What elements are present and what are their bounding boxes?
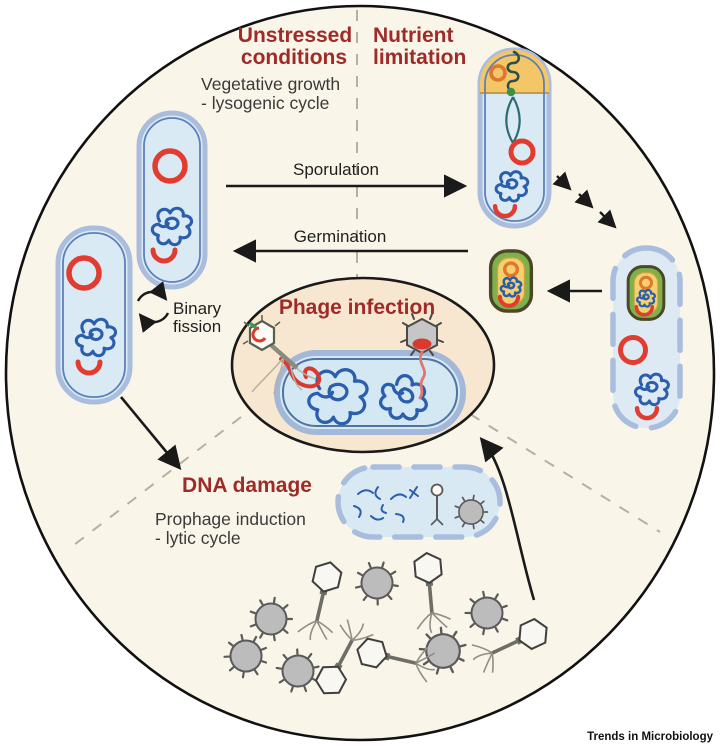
phage-infection-panel: Phage infection <box>230 276 496 454</box>
plasmid-icon <box>152 148 188 184</box>
journal-credit: Trends in Microbiology <box>587 731 713 743</box>
sector-dividers <box>69 10 661 549</box>
binary-fission-label-line1: Binary <box>173 299 222 318</box>
binary-fission-label-line2: fission <box>173 317 221 336</box>
dna-damage-title: DNA damage <box>182 474 312 497</box>
dna-strand-icon <box>418 350 426 400</box>
mother-cell-lysing <box>610 245 683 431</box>
septum-dot-icon <box>506 87 516 97</box>
dna-fragments-icon <box>353 486 419 523</box>
phage-dna-icon <box>412 338 432 350</box>
germination-process: Germination <box>232 227 468 263</box>
sporulating-cell <box>477 47 552 229</box>
section-labels: Unstressed conditions Nutrient limitatio… <box>155 24 466 548</box>
divider-left <box>69 416 242 549</box>
dna-damage-subtitle-line2: - lytic cycle <box>155 528 241 548</box>
unstressed-subtitle-line2: - lysogenic cycle <box>201 93 329 113</box>
plasmid-icon <box>66 255 102 291</box>
forespore-plasmid-icon <box>489 64 507 82</box>
injected-dna-icon <box>279 357 322 389</box>
vegetative-cell-large <box>136 110 208 290</box>
cycle-arrow-bottom-icon <box>138 312 170 333</box>
nutrient-title-line2: limitation <box>373 46 466 69</box>
divider-right <box>469 413 661 533</box>
packaging-phage-icon <box>400 313 444 400</box>
germination-label: Germination <box>294 227 387 246</box>
dna-damage-arrow <box>119 396 182 471</box>
injecting-phage-icon <box>242 315 317 395</box>
free-spore-icon <box>491 251 532 311</box>
plasmid-icon <box>508 138 536 166</box>
phage-infection-title: Phage infection <box>279 296 435 319</box>
binary-fission-cycle: Binary fission <box>136 281 222 336</box>
unstressed-title-line2: conditions <box>241 46 347 69</box>
dna-damage-subtitle-line1: Prophage induction <box>155 509 306 529</box>
plasmid-icon <box>618 335 648 365</box>
maturation-step-arrows <box>552 171 617 229</box>
unstressed-subtitle-line1: Vegetative growth <box>201 74 340 94</box>
reinfection-arrow <box>479 436 536 601</box>
sporulation-label: Sporulation <box>293 160 379 179</box>
vegetative-cell-small <box>55 225 133 405</box>
infected-cell <box>274 350 466 435</box>
phage-dna-icon <box>251 326 267 343</box>
assembling-phage-icon <box>430 483 444 526</box>
nutrient-title-line1: Nutrient <box>373 24 454 47</box>
lysed-cell <box>335 464 503 540</box>
endospore-icon <box>628 267 664 320</box>
sporulation-process: Sporulation <box>226 160 468 198</box>
translocating-dna-icon <box>506 50 521 93</box>
cycle-arrow-top-icon <box>136 281 168 302</box>
unstressed-title-line1: Unstressed <box>238 24 352 47</box>
